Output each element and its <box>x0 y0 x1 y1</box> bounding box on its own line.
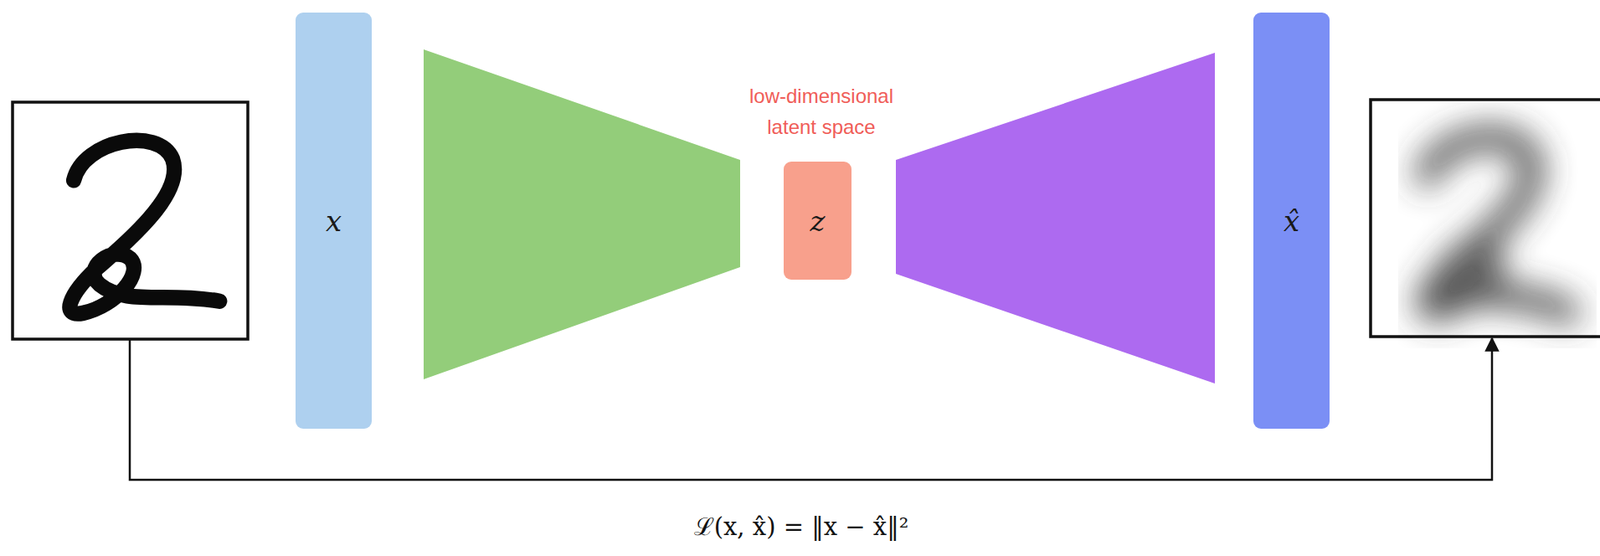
vector-symbol: x̂ <box>1283 204 1300 238</box>
output-digit <box>1426 137 1569 313</box>
loss-formula: ℒ(x, x̂) = ‖x − x̂‖² <box>694 512 910 542</box>
encoder-trapezoid <box>423 49 741 380</box>
vector-symbol: z <box>810 204 826 238</box>
vector-symbol: x <box>325 204 342 238</box>
decoder-trapezoid <box>895 52 1215 384</box>
output-image-frame <box>1370 99 1600 337</box>
input-vector-bar: x <box>295 12 372 429</box>
input-digit <box>69 140 220 314</box>
output-vector-bar: x̂ <box>1253 12 1330 429</box>
latent-code-box: z <box>783 161 852 280</box>
input-image-frame <box>12 102 248 340</box>
latent-space-note: low-dimensional latent space <box>725 80 918 143</box>
